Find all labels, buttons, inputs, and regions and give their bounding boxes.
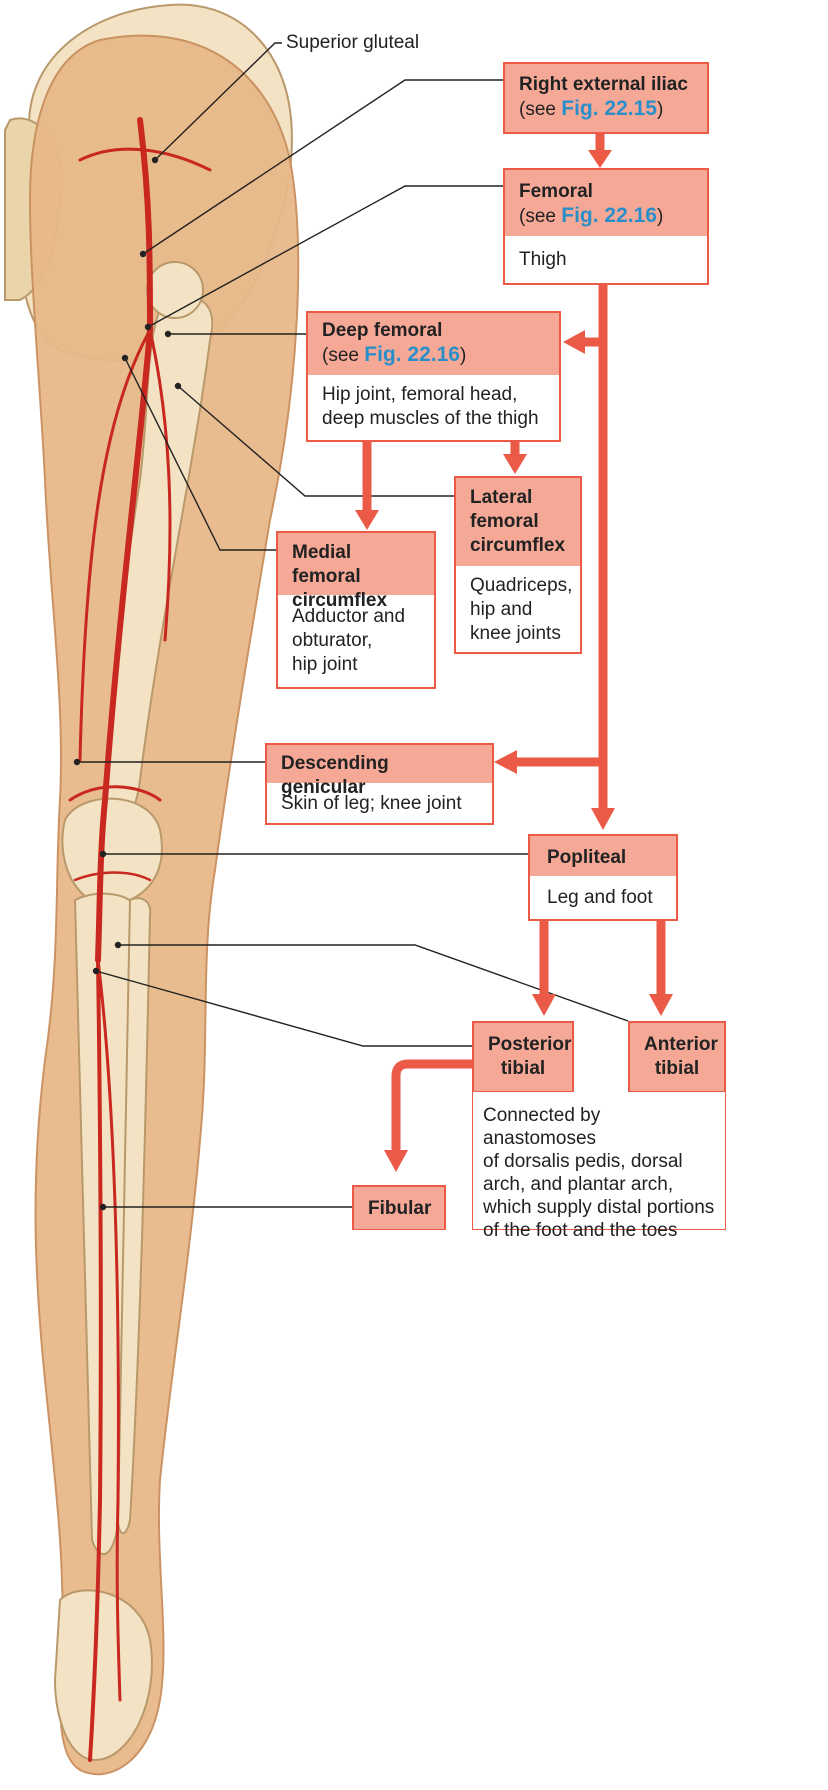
box-title-line: circumflex (470, 534, 566, 558)
box-lateral-femoral-circumflex: Lateral femoral circumflex Quadriceps, h… (454, 476, 582, 654)
box-femoral: Femoral (see Fig. 22.16) Thigh (503, 168, 709, 285)
ref-suffix: ) (657, 206, 663, 227)
ref-prefix: (see (519, 206, 561, 227)
box-distal-anastomoses-note: Connected by anastomoses of dorsalis ped… (472, 1092, 726, 1230)
box-title-line: femoral (470, 510, 566, 534)
box-body-line: Hip joint, femoral head, (322, 383, 545, 407)
box-title-line: Lateral (470, 486, 566, 510)
box-right-external-iliac: Right external iliac (see Fig. 22.15) (503, 62, 709, 134)
note-line: arch, and plantar arch, (483, 1173, 717, 1196)
box-body-line: Adductor and (292, 605, 420, 629)
ref-suffix: ) (657, 99, 663, 120)
figure-reference-link[interactable]: Fig. 22.15 (561, 97, 657, 120)
box-body-line: deep muscles of the thigh (322, 407, 545, 431)
arrow-to-fibular (396, 1064, 474, 1152)
ref-prefix: (see (519, 99, 561, 120)
box-title: Popliteal (530, 836, 676, 876)
box-fibular: Fibular (352, 1185, 446, 1230)
box-title: Femoral (519, 180, 693, 204)
box-title-line: Medial femoral (292, 541, 420, 589)
box-body: Leg and foot (530, 876, 676, 920)
box-title-line: Anterior (644, 1033, 710, 1057)
box-anterior-tibial: Anterior tibial (628, 1021, 726, 1093)
label-superior-gluteal: Superior gluteal (286, 31, 419, 55)
box-title: Right external iliac (519, 73, 693, 97)
box-title-line: Posterior (488, 1033, 558, 1057)
note-line: which supply distal portions (483, 1196, 717, 1219)
box-title: Deep femoral (322, 319, 545, 343)
box-body-line: Quadriceps, (470, 574, 566, 598)
box-title: Fibular (354, 1187, 444, 1229)
box-title: Descending genicular (267, 745, 492, 783)
note-line: of dorsalis pedis, dorsal (483, 1150, 717, 1173)
ref-suffix: ) (460, 345, 466, 366)
figure-reference-link[interactable]: Fig. 22.16 (364, 343, 460, 366)
box-medial-femoral-circumflex: Medial femoral circumflex Adductor and o… (276, 531, 436, 689)
knee-bones (62, 799, 161, 905)
box-descending-genicular: Descending genicular Skin of leg; knee j… (265, 743, 494, 825)
box-title-line: tibial (488, 1057, 558, 1081)
note-line: Connected by anastomoses (483, 1104, 717, 1150)
box-body: Thigh (505, 236, 707, 282)
box-popliteal: Popliteal Leg and foot (528, 834, 678, 921)
box-body-line: obturator, (292, 629, 420, 653)
box-posterior-tibial: Posterior tibial (472, 1021, 574, 1093)
femoral-head (147, 262, 203, 318)
box-title-line: tibial (644, 1057, 710, 1081)
ref-prefix: (see (322, 345, 364, 366)
figure-reference-link[interactable]: Fig. 22.16 (561, 204, 657, 227)
box-body-line: hip joint (292, 653, 420, 677)
box-body-line: hip and (470, 598, 566, 622)
note-line: of the foot and the toes (483, 1219, 717, 1242)
box-deep-femoral: Deep femoral (see Fig. 22.16) Hip joint,… (306, 311, 561, 442)
box-body-line: knee joints (470, 622, 566, 646)
